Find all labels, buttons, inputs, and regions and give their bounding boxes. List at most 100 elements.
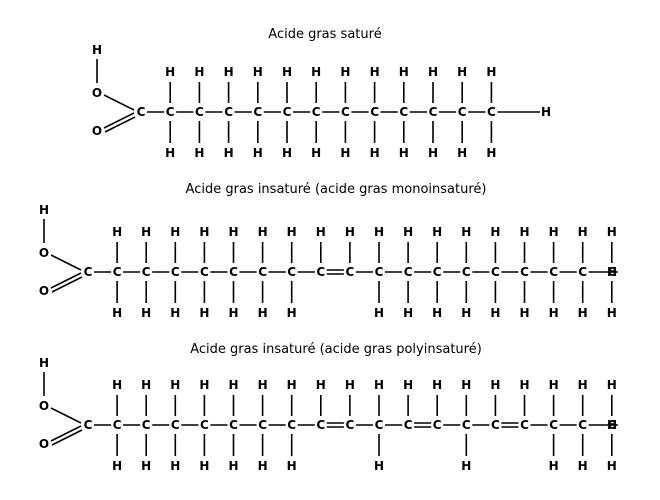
hydrogen-atom-bottom: H	[199, 306, 209, 320]
hydrogen-atom-bottom: H	[258, 459, 268, 473]
hydrogen-atom-bottom: H	[224, 146, 234, 160]
hydrogen-atom-bottom: H	[199, 459, 209, 473]
carbon-atom: C	[224, 105, 233, 119]
carbon-atom: C	[142, 418, 151, 432]
carbon-atom: C	[375, 418, 384, 432]
hydrogen-atom-top: H	[578, 378, 588, 392]
carbon-atom: C	[253, 105, 262, 119]
hydrogen-atom-bottom: H	[549, 459, 559, 473]
hydrogen-atom-bottom: H	[519, 306, 529, 320]
hydrogen-atom-top: H	[403, 378, 413, 392]
hydrogen-atom-bottom: H	[287, 459, 297, 473]
hydrogen-atom-bottom: H	[461, 306, 471, 320]
hydrogen-atom-top: H	[432, 225, 442, 239]
carbon-atom: C	[404, 265, 413, 279]
molecule-title: Acide gras insaturé (acide gras polyinsa…	[190, 342, 482, 357]
hydrogen-atom-top: H	[282, 65, 292, 79]
hydrogen-atom-top: H	[519, 378, 529, 392]
hydrogen-atom-terminal: H	[607, 265, 617, 279]
hydrogen-atom-top: H	[374, 225, 384, 239]
hydrogen-atom-top: H	[165, 65, 175, 79]
carbon-atom: C	[345, 418, 354, 432]
carbon-atom: C	[487, 105, 496, 119]
carbon-atom: C	[113, 265, 122, 279]
hydrogen-atom-bottom: H	[374, 306, 384, 320]
hydrogen-atom-top: H	[224, 65, 234, 79]
hydrogen-atom-bottom: H	[141, 306, 151, 320]
carbon-atom: C	[137, 105, 146, 119]
hydrogen-atom-top: H	[287, 378, 297, 392]
carbon-atom: C	[462, 265, 471, 279]
hydrogen-atom-top: H	[549, 225, 559, 239]
carbon-atom: C	[84, 418, 93, 432]
hydrogen-atom-bottom: H	[549, 306, 559, 320]
hydrogen-atom-top: H	[141, 225, 151, 239]
hydrogen-atom-bottom: H	[374, 459, 384, 473]
hydrogen-atom-top: H	[316, 225, 326, 239]
hydrogen-atom-top: H	[549, 378, 559, 392]
hydrogen-atom-bottom: H	[607, 459, 617, 473]
hydrogen-atom-top: H	[287, 225, 297, 239]
hydrogen-atom-bottom: H	[578, 459, 588, 473]
hydrogen-atom-top: H	[112, 378, 122, 392]
hydrogen-atom-bottom: H	[432, 306, 442, 320]
hydrogen-atom-top: H	[340, 65, 350, 79]
carbon-atom: C	[491, 265, 500, 279]
hydrogen-atom-bottom: H	[399, 146, 409, 160]
hydrogen-atom-top: H	[199, 378, 209, 392]
hydrogen-atom-bottom: H	[457, 146, 467, 160]
hydrogen-atom-top: H	[316, 378, 326, 392]
carbon-atom: C	[113, 418, 122, 432]
carbonyl-oxygen: O	[39, 437, 49, 451]
c-o-double-bond-1	[50, 272, 82, 289]
c-o-double-bond-2	[51, 276, 83, 293]
carbon-atom: C	[200, 265, 209, 279]
hydrogen-atom-top: H	[486, 65, 496, 79]
carbon-atom: C	[200, 418, 209, 432]
carbon-atom: C	[578, 265, 587, 279]
carbon-atom: C	[458, 105, 467, 119]
carbon-atom: C	[312, 105, 321, 119]
carbon-atom: C	[375, 265, 384, 279]
hydrogen-atom-top: H	[432, 378, 442, 392]
carbon-atom: C	[142, 265, 151, 279]
carbon-atom: C	[229, 265, 238, 279]
hydrogen-atom-top: H	[170, 378, 180, 392]
hydroxyl-hydrogen: H	[92, 43, 102, 57]
carbon-atom: C	[433, 265, 442, 279]
hydrogen-atom-bottom: H	[490, 306, 500, 320]
carbon-atom: C	[258, 418, 267, 432]
carbon-atom: C	[258, 265, 267, 279]
hydrogen-atom-top: H	[345, 225, 355, 239]
hydrogen-atom-top: H	[170, 225, 180, 239]
hydrogen-atom-terminal: H	[541, 105, 551, 119]
hydrogen-atom-bottom: H	[228, 459, 238, 473]
hydrogen-atom-bottom: H	[578, 306, 588, 320]
hydrogen-atom-bottom: H	[228, 306, 238, 320]
hydrogen-atom-bottom: H	[258, 306, 268, 320]
carbon-atom: C	[462, 418, 471, 432]
carbon-atom: C	[283, 105, 292, 119]
carbon-atom: C	[549, 265, 558, 279]
hydrogen-atom-bottom: H	[486, 146, 496, 160]
hydrogen-atom-top: H	[399, 65, 409, 79]
carbon-atom: C	[229, 418, 238, 432]
carbon-atom: C	[195, 105, 204, 119]
carbon-atom: C	[84, 265, 93, 279]
hydrogen-atom-bottom: H	[282, 146, 292, 160]
hydroxyl-oxygen: O	[92, 86, 102, 100]
hydrogen-atom-bottom: H	[253, 146, 263, 160]
hydrogen-atom-bottom: H	[461, 459, 471, 473]
hydroxyl-oxygen: O	[39, 399, 49, 413]
hydrogen-atom-top: H	[490, 225, 500, 239]
c-o-double-bond-1	[50, 425, 82, 442]
hydrogen-atom-top: H	[578, 225, 588, 239]
hydrogen-atom-top: H	[374, 378, 384, 392]
carbon-atom: C	[287, 265, 296, 279]
hydrogen-atom-top: H	[457, 65, 467, 79]
carbon-atom: C	[316, 265, 325, 279]
hydrogen-atom-top: H	[403, 225, 413, 239]
carbon-atom: C	[171, 265, 180, 279]
carbon-atom: C	[404, 418, 413, 432]
